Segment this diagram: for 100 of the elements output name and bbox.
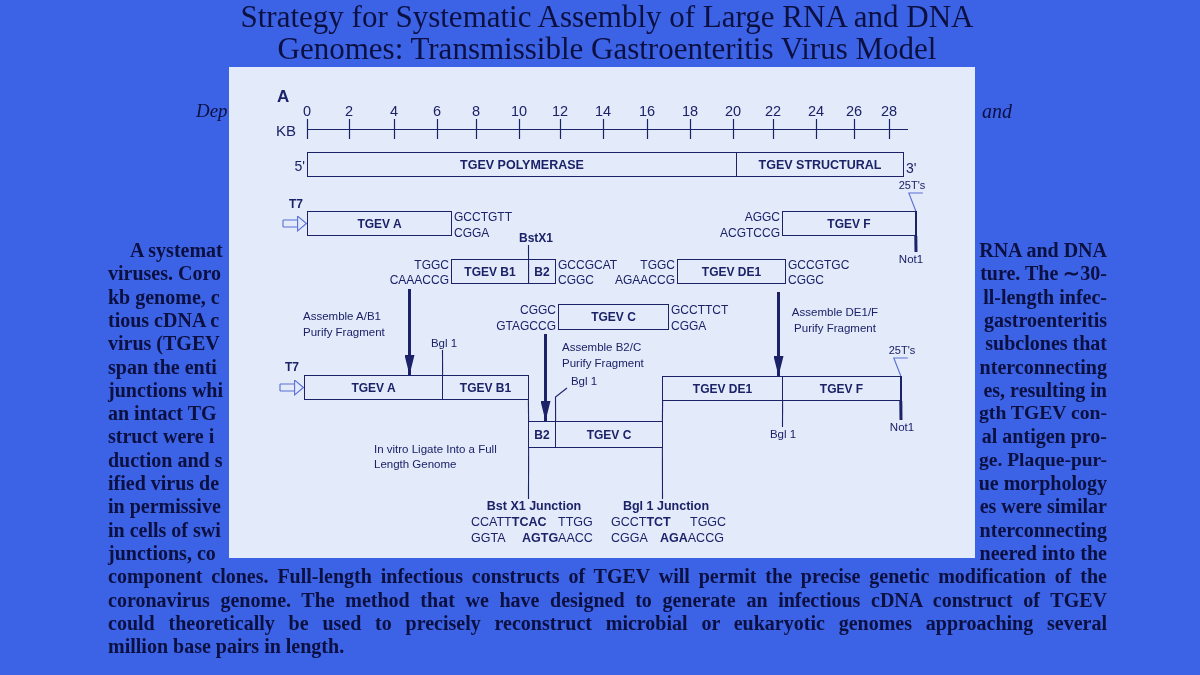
junction-sequence: GCCTTCT (611, 515, 671, 529)
affiliation-text: and (982, 100, 1012, 122)
paragraph-line: A systemat (130, 239, 223, 261)
axis-label: KB (276, 124, 296, 138)
gene-segment-box (304, 375, 443, 400)
paragraph-line: ue morphology (978, 472, 1107, 494)
segment-label: TGEV DE1 (692, 381, 753, 396)
sequence-label: CAAACCG (389, 273, 449, 287)
sequence-label: AGGC (744, 210, 780, 224)
promoter-arrow (279, 379, 305, 396)
promoter-label: T7 (289, 197, 303, 211)
junction-sequence: CCATTTCAC (471, 515, 547, 529)
tick-label: 12 (551, 104, 569, 118)
leader-line (554, 387, 568, 422)
sequence-label: CGGC (558, 273, 594, 287)
junction-sequence: GGTA (471, 531, 506, 545)
end-label: 3' (906, 161, 917, 175)
paragraph-line: junctions whi (108, 378, 224, 401)
paragraph-line: nterconnecting (979, 518, 1107, 541)
promoter-arrow (282, 215, 308, 232)
paragraph-line: million base pairs in length. (108, 635, 345, 658)
segment-label: TGEV A (351, 380, 396, 395)
junction-label: Bst X1 Junction (486, 499, 582, 513)
paragraph-line: coronavirus genome. The method that we have designed to generate an infectious cDNA construct of TGEV (108, 588, 1107, 611)
sequence-label: AGAACCG (615, 273, 675, 287)
step-label: Assemble B2/C Purify Fragment (562, 340, 645, 371)
affiliation-text: Dep (196, 100, 228, 122)
sequence-label: GCCGTGC (788, 258, 850, 272)
paragraph-line: es, resulting in (983, 378, 1107, 401)
poly-t-label: 25T's (898, 178, 926, 192)
tick-label: 2 (344, 104, 354, 118)
paragraph-line: gth TGEV con- (979, 402, 1107, 425)
junction-sequence: AGTGAACC (522, 531, 593, 545)
leader-line (441, 349, 444, 376)
sequence-label: CGGA (454, 226, 490, 240)
panel-letter: A (277, 90, 290, 104)
sequence-label: CGGC (520, 303, 556, 317)
paragraph-line: al antigen pro- (981, 425, 1107, 448)
segment-label: B2 (534, 264, 550, 279)
paragraph-line: es were similar (979, 495, 1107, 518)
sequence-label: CGGA (671, 319, 707, 333)
gene-segment-box (555, 421, 663, 448)
paragraph-line: neered into the (979, 541, 1107, 564)
segment-label: TGEV POLYMERASE (460, 157, 584, 172)
site-label: Not1 (889, 420, 915, 434)
paragraph-line: ified virus de (108, 472, 220, 494)
sequence-label: GCCTGTT (454, 210, 512, 224)
paragraph-line: could theoretically be used to precisely reconstruct microbial or eukaryotic genomes approaching several (108, 611, 1107, 634)
poly-t-label: 25T's (888, 343, 916, 357)
paragraph-line: tious cDNA c (108, 308, 220, 331)
sequence-label: TGGC (640, 258, 675, 272)
paragraph-line: ll-length infec- (983, 285, 1107, 308)
paragraph-line: in permissive (108, 495, 221, 518)
tick-label: 6 (432, 104, 442, 118)
leader-line (899, 401, 903, 420)
paragraph-line: junctions, co (108, 541, 216, 564)
junction-sequence: CGGA (611, 531, 648, 545)
junction-sequence: TTGG (558, 515, 593, 529)
paragraph-line: virus (TGEV (108, 332, 220, 355)
paragraph-line: RNA and DNA (979, 239, 1107, 261)
leader-line (914, 236, 918, 252)
segment-label: TGEV C (586, 427, 632, 442)
arrow (773, 292, 784, 376)
title: Strategy for Systematic Assembly of Large RNA and DNA Genomes: Transmissible Gastroenteritis Virus Model (239, 1, 975, 65)
tick-label: 28 (880, 104, 898, 118)
paragraph-line: span the enti (108, 355, 217, 378)
paragraph-line: viruses. Coro (108, 262, 221, 285)
segment-label: TGEV DE1 (701, 264, 762, 279)
sequence-label: ACGTCCG (720, 226, 780, 240)
caption-text: In vitro Ligate Into a Full Length Genome (374, 442, 498, 472)
segment-label: TGEV F (827, 216, 871, 231)
end-label: 5' (294, 159, 305, 173)
arrow (404, 289, 415, 375)
tick-label: 16 (638, 104, 656, 118)
junction-label: Bgl 1 Junction (622, 499, 710, 513)
sequence-label: GCCTTCT (671, 303, 729, 317)
junction-sequence: AGAACCG (660, 531, 724, 545)
tick-label: 14 (594, 104, 612, 118)
paragraph-line: nterconnecting (979, 355, 1107, 378)
segment-label: TGEV STRUCTURAL (758, 157, 882, 172)
step-label: Assemble A/B1 Purify Fragment (303, 309, 386, 340)
leader-line (781, 400, 784, 428)
gene-segment-box (782, 376, 902, 401)
leader-line (527, 447, 530, 500)
sequence-label: TGGC (414, 258, 449, 272)
tick-label: 24 (807, 104, 825, 118)
arrow (540, 334, 551, 421)
insertion-triangle (893, 357, 909, 377)
junction-sequence: TGGC (690, 515, 727, 529)
tick-label: 22 (764, 104, 782, 118)
site-label: Bgl 1 (769, 427, 797, 441)
sequence-label: GCCGCAT (558, 258, 618, 272)
paragraph-line: in cells of swi (108, 518, 221, 541)
paragraph-line: kb genome, c (108, 285, 220, 308)
site-label: Not1 (898, 252, 924, 266)
junction-line (661, 400, 664, 422)
segment-label: TGEV A (357, 216, 402, 231)
sequence-label: GTAGCCG (496, 319, 556, 333)
step-label: Assemble DE1/F Purify Fragment (790, 305, 880, 336)
tick-label: 26 (845, 104, 863, 118)
